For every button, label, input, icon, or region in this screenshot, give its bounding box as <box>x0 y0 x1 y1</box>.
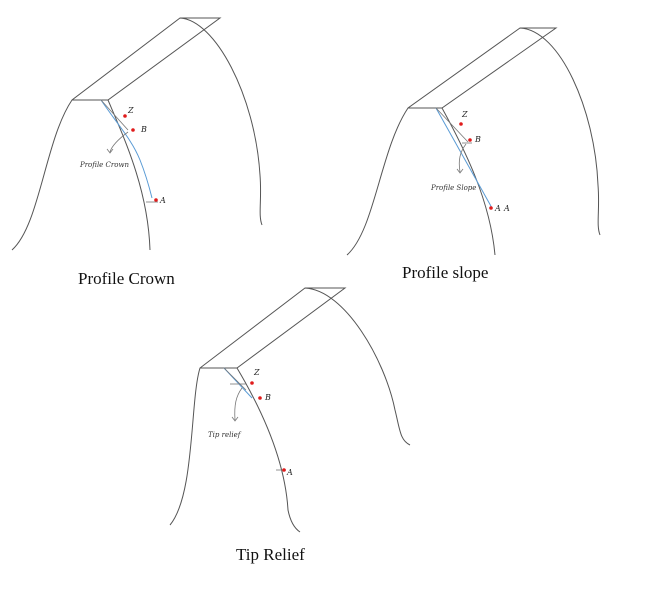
tooth-outline <box>11 17 263 251</box>
flank-line <box>435 107 469 143</box>
flank-modification <box>435 107 493 209</box>
arrow-head <box>456 168 464 174</box>
point-b <box>468 138 472 142</box>
point-a <box>282 468 286 472</box>
annotation-arrow <box>109 131 129 153</box>
tooth-edge <box>236 367 301 533</box>
label-a: A <box>494 204 501 213</box>
arrow-head <box>106 148 114 154</box>
annotation-text: Profile Crown <box>79 161 129 169</box>
tooth-outline <box>346 27 601 256</box>
panel-profile-slope: Z B A A Profile Slope Profile slope <box>346 27 601 282</box>
annotation-arrow <box>458 143 467 173</box>
point-z <box>459 122 463 126</box>
annotation-text: Profile Slope <box>430 184 476 192</box>
point-b <box>258 396 262 400</box>
caption: Tip Relief <box>236 545 305 564</box>
flank-line <box>223 367 247 391</box>
label-b: B <box>140 125 147 134</box>
point-b <box>131 128 135 132</box>
tooth-edge <box>107 99 151 251</box>
caption: Profile slope <box>402 263 488 282</box>
caption: Profile Crown <box>78 269 175 288</box>
annotation-arrow <box>234 387 243 421</box>
label-z: Z <box>253 368 260 377</box>
label-a-secondary: A <box>503 204 510 213</box>
point-a <box>154 198 158 202</box>
tooth-top-face <box>408 27 558 109</box>
annotation-text: Tip relief <box>208 431 242 439</box>
tooth-top-face <box>72 17 222 101</box>
tooth-outline <box>169 287 411 526</box>
panel-tip-relief: Z B A Tip relief Tip Relief <box>169 287 411 564</box>
flank-line <box>100 99 129 131</box>
point-a <box>489 206 493 210</box>
label-b: B <box>264 393 271 402</box>
label-z: Z <box>127 106 134 115</box>
label-b: B <box>474 135 481 144</box>
arrow-head <box>231 416 239 422</box>
panel-profile-crown: Z B A Profile Crown Profile Crown <box>11 17 263 288</box>
label-z: Z <box>461 110 468 119</box>
label-a: A <box>286 468 293 477</box>
point-z <box>123 114 127 118</box>
tooth-top-face <box>200 287 347 369</box>
tooth-edge <box>441 107 496 256</box>
flank-modification <box>100 99 153 199</box>
point-z <box>250 381 254 385</box>
label-a: A <box>159 196 166 205</box>
